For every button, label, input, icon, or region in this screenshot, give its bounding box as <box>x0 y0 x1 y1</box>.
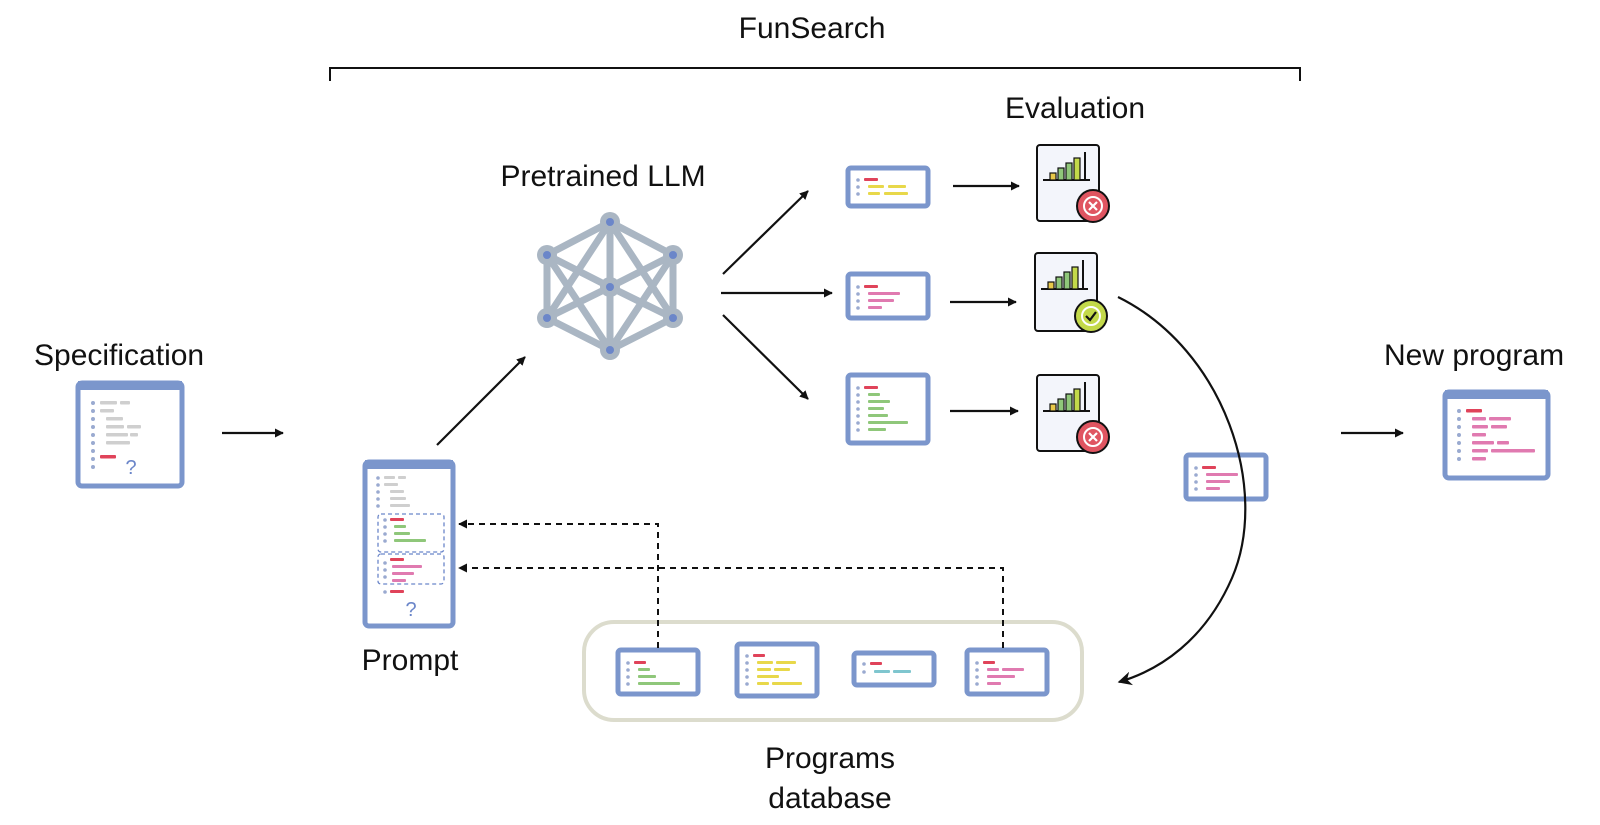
funsearch-bracket <box>329 67 1301 81</box>
database-program-4-icon <box>964 647 1050 697</box>
flow-arrows <box>222 181 1404 686</box>
evaluation-card-2-icon <box>1034 252 1108 333</box>
arrow-llm-to-program-3 <box>722 314 809 400</box>
neural-network-icon <box>543 218 677 354</box>
specification-question-mark: ? <box>125 457 136 479</box>
programs-database-container <box>582 620 1084 722</box>
arrow-llm-to-program-1 <box>722 190 809 275</box>
generated-program-2-icon <box>845 271 931 321</box>
arrow-eval-to-database <box>1117 296 1247 686</box>
specification-label: Specification <box>34 339 205 372</box>
database-program-2-icon <box>734 641 820 699</box>
selected-program-icon <box>1183 452 1269 502</box>
programs-database-label-line1: Programs <box>764 742 896 775</box>
generated-program-1-icon <box>845 165 931 209</box>
specification-document-icon: ? <box>75 380 185 489</box>
pretrained-llm-label: Pretrained LLM <box>500 160 706 193</box>
new-program-label: New program <box>1384 339 1565 372</box>
dashed-feedback-arrows <box>458 519 1004 648</box>
programs-database-label-line2: database <box>768 782 892 815</box>
database-program-3-icon <box>851 650 937 688</box>
arrow-prompt-to-llm <box>436 356 526 446</box>
dashed-arrow-db4-to-prompt <box>458 563 1004 648</box>
prompt-label: Prompt <box>361 644 459 677</box>
neural-network-nodes <box>537 212 683 360</box>
prompt-document-icon: ? <box>362 459 456 629</box>
generated-program-3-icon <box>845 372 931 446</box>
evaluation-card-1-icon <box>1036 144 1110 223</box>
funsearch-title: FunSearch <box>738 12 886 45</box>
prompt-question-mark: ? <box>405 599 416 621</box>
database-program-1-icon <box>615 647 701 697</box>
evaluation-card-3-icon <box>1036 374 1110 454</box>
dashed-arrow-db1-to-prompt <box>458 519 659 648</box>
evaluation-label: Evaluation <box>1004 92 1146 125</box>
new-program-document-icon <box>1442 389 1551 481</box>
